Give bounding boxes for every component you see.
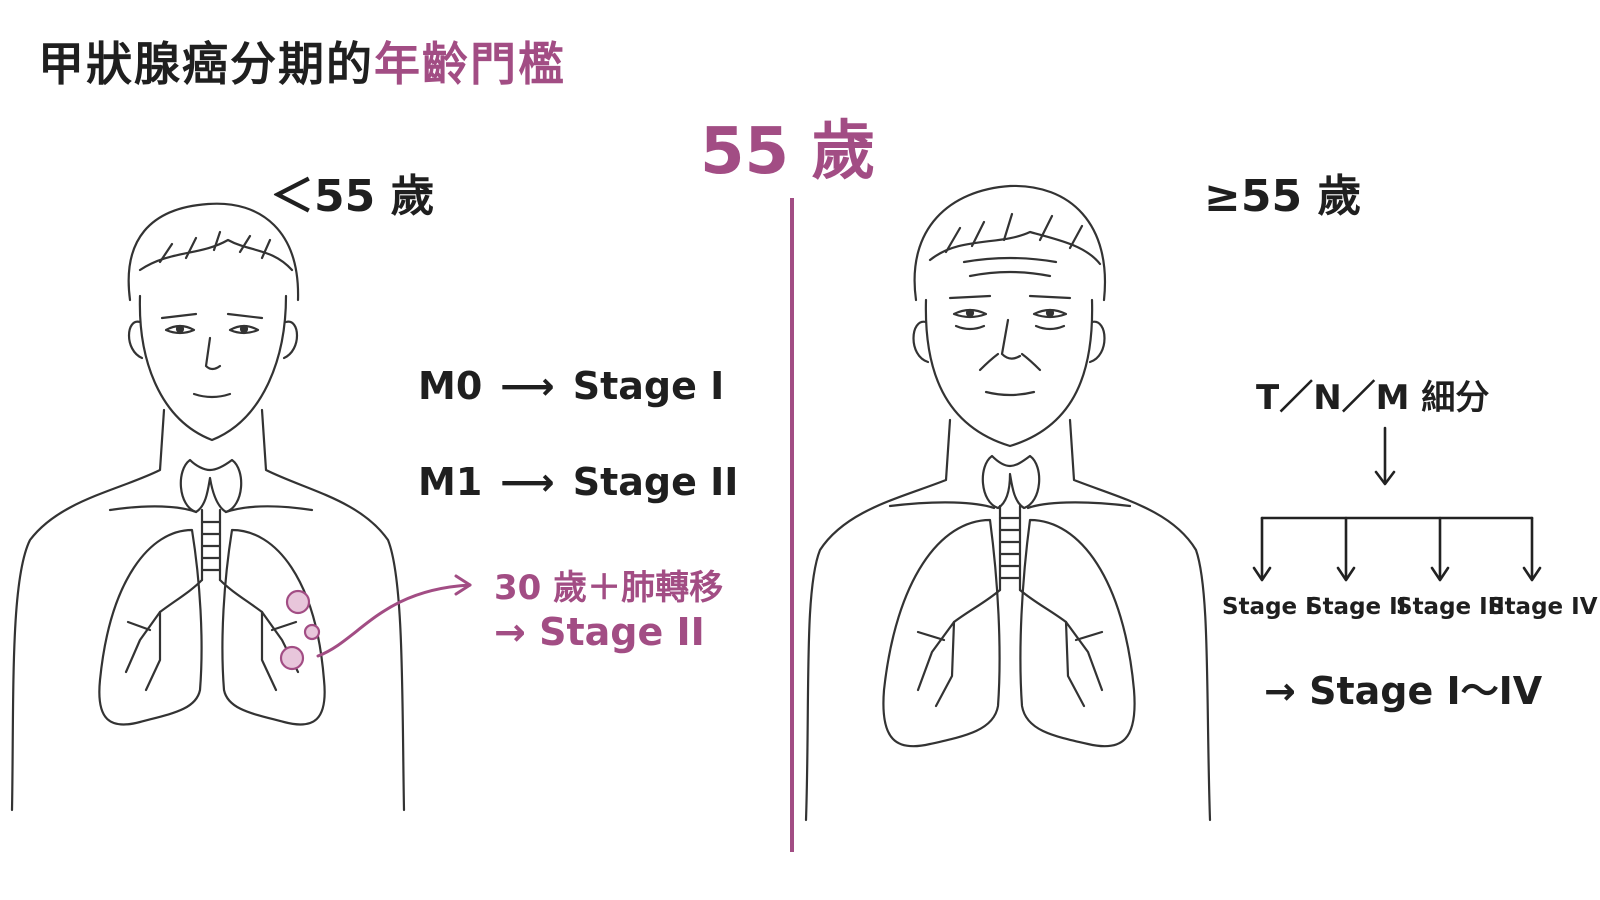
arrow-icon: ⟶ (500, 460, 555, 504)
center-divider (790, 198, 794, 852)
rule-m0-to: Stage I (572, 364, 725, 408)
rule-m1-from: M1 (418, 460, 483, 504)
young-man-illustration (10, 202, 406, 812)
older-man-illustration (804, 184, 1212, 822)
rule-m0: M0 ⟶ Stage I (418, 364, 724, 408)
stage-range-result: → Stage I～IV (1264, 669, 1543, 713)
stage-option: Stage III (1396, 594, 1505, 620)
example-result: → Stage II (494, 610, 705, 654)
staging-flow-tree (1252, 426, 1542, 582)
arrow-icon: ⟶ (500, 364, 555, 408)
page-title: 甲狀腺癌分期的年齡門檻 (38, 28, 566, 94)
over-55-label: ≥55 歲 (1204, 171, 1362, 222)
metastasis-nodules (279, 589, 321, 671)
title-main: 甲狀腺癌分期的 (38, 37, 374, 91)
stage-option: Stage II (1306, 594, 1407, 620)
stage-option: Stage IV (1488, 594, 1598, 620)
rule-m0-from: M0 (418, 364, 483, 408)
example-case: 30 歲＋肺轉移 (494, 568, 724, 608)
rule-m1-to: Stage II (572, 460, 739, 504)
rule-m1: M1 ⟶ Stage II (418, 460, 738, 504)
age-threshold: 55 歲 (700, 115, 876, 189)
tnm-criteria: T／N／M 細分 (1256, 378, 1490, 418)
under-55-label: ＜55 歲 (270, 171, 435, 222)
title-accent: 年齡門檻 (374, 37, 566, 91)
stage-option: Stage I (1222, 594, 1314, 620)
metastasis-pointer-arrow (316, 583, 472, 658)
